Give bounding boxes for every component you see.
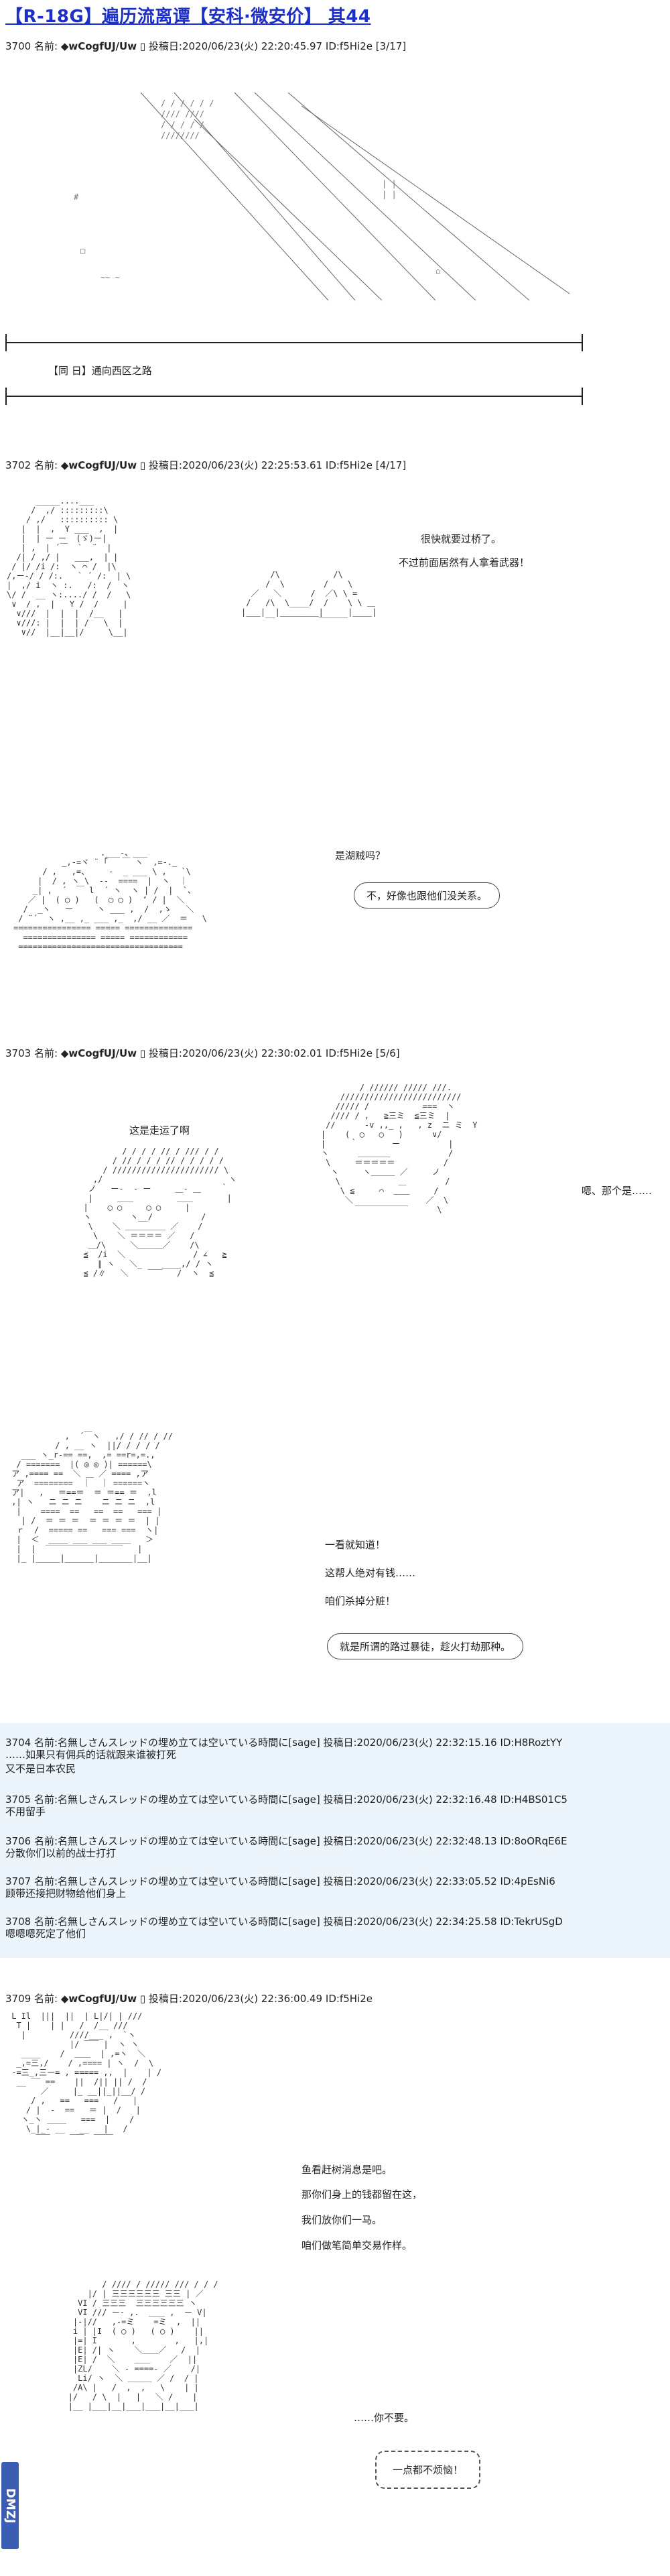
response-header-3706: 3706 名前:名無しさんスレッドの埋め立ては空いている時間に[sage] 投稿… xyxy=(5,1835,567,1847)
poster-id[interactable]: ID:f5Hi2e xyxy=(325,1047,373,1059)
svg-text:□: □ xyxy=(80,246,85,255)
response-message-3707: 顾带还接把财物给他们身上 xyxy=(5,1887,127,1899)
date-label: 投稿日: xyxy=(148,1993,182,2005)
post-count: [4/17] xyxy=(375,459,407,471)
svg-text:////////: //////// xyxy=(161,131,200,140)
svg-text:| |: | | xyxy=(382,179,397,188)
post-header-3709: 3709 名前: ◆wCogfUJ/Uw ▯ 投稿日:2020/06/23(火)… xyxy=(5,1991,373,2005)
ascii-art-crowd: / //// / ///// /// / / / |/ | 三三三三三三 三三 … xyxy=(68,2280,218,2411)
response-header-3707: 3707 名前:名無しさんスレッドの埋め立ては空いている時間に[sage] 投稿… xyxy=(5,1875,555,1887)
dialogue-line: 不过前面居然有人拿着武器！ xyxy=(399,557,530,569)
response-message-3704: ……如果只有佣兵的话就跟来谁被打死 又不是日本农民 xyxy=(5,1749,177,1775)
name-label: 名前: xyxy=(34,40,58,52)
response-section: 3704 名前:名無しさんスレッドの埋め立ては空いている時間に[sage] 投稿… xyxy=(0,1723,670,1958)
svg-text:⌂: ⌂ xyxy=(436,266,440,276)
post-number: 3702 xyxy=(5,459,31,471)
name-label: 名前: xyxy=(34,459,58,471)
dialogue-line: 咱们杀掉分赃！ xyxy=(325,1595,396,1607)
date-label: 投稿日: xyxy=(148,40,182,52)
response-message-3705: 不用留手 xyxy=(5,1806,46,1818)
response-header-3705: 3705 名前:名無しさんスレッドの埋め立ては空いている時間に[sage] 投稿… xyxy=(5,1794,567,1806)
post-count: [5/6] xyxy=(375,1047,400,1059)
dialogue-line: 鱼看赶树消息是吧。 xyxy=(302,2164,393,2176)
ascii-art-bandit-right: / ////// ///// ///. ////////////////////… xyxy=(320,1083,478,1214)
scene-caption: 【同 日】通向西区之路 xyxy=(48,365,152,377)
date-label: 投稿日: xyxy=(148,459,182,471)
speech-bubble: 不，好像也跟他们没关系。 xyxy=(354,882,500,909)
dialogue-line: 那你们身上的钱都留在这， xyxy=(302,2188,423,2201)
post-count: [3/17] xyxy=(375,40,407,52)
dialogue-line: 嗯、那个是…… xyxy=(582,1185,653,1197)
response-message-3708: 嗯嗯嗯死定了他们 xyxy=(5,1928,86,1940)
svg-text:~~ ~: ~~ ~ xyxy=(100,273,120,282)
name-label: 名前: xyxy=(34,1993,58,2005)
mail-mark: ▯ xyxy=(139,1047,146,1059)
svg-text:/ / / / / /: / / / / / / xyxy=(161,99,214,108)
post-date: 2020/06/23(火) 22:30:02.01 xyxy=(182,1047,323,1059)
svg-text:/ / / / /: / / / / / xyxy=(161,120,204,129)
date-label: 投稿日: xyxy=(148,1047,182,1059)
dialogue-line: 一看就知道！ xyxy=(325,1539,386,1551)
post-header-3703: 3703 名前: ◆wCogfUJ/Uw ▯ 投稿日:2020/06/23(火)… xyxy=(5,1046,400,1060)
post-header-3700: 3700 名前: ◆wCogfUJ/Uw ▯ 投稿日:2020/06/23(火)… xyxy=(5,39,406,53)
post-number: 3709 xyxy=(5,1993,31,2005)
response-header-3708: 3708 名前:名無しさんスレッドの埋め立ては空いている時間に[sage] 投稿… xyxy=(5,1916,563,1928)
dialogue-line: 咱们做笔简单交易作样。 xyxy=(302,2239,413,2251)
dialogue-line: ……你不要。 xyxy=(354,2412,415,2424)
site-watermark: DMZJ xyxy=(1,2462,19,2549)
dialogue-line: 这是走运了啊 xyxy=(129,1124,190,1136)
ascii-art-gang: , ´￣ヽ ,/ / // / // / , __ ヽ ||/ / / / / … xyxy=(11,1431,173,1563)
ascii-art-warrior: _____....___ / ,/ :::::::::\ / ,/ ::::::… xyxy=(7,496,131,637)
mail-mark: ▯ xyxy=(139,1993,146,2005)
ascii-art-armored-man: L Il ||| || | L|/| | /// T | | | / /__ /… xyxy=(11,2011,162,2143)
ascii-art-bandit-left: / / / / // / /// / / / // / / / // / / /… xyxy=(83,1147,237,1278)
ascii-art-weapon: /\ /\ / \ / \ ／ ＼ / ／\ \ = / /\ \____/ /… xyxy=(241,570,377,626)
divider-bottom xyxy=(5,388,583,405)
ascii-art-street-scene: / / / / / / //// //// / / / / / ////////… xyxy=(74,92,570,301)
post-header-3702: 3702 名前: ◆wCogfUJ/Uw ▯ 投稿日:2020/06/23(火)… xyxy=(5,458,406,472)
poster-id[interactable]: ID:f5Hi2e xyxy=(325,40,373,52)
mail-mark: ▯ xyxy=(139,459,146,471)
post-date: 2020/06/23(火) 22:36:00.49 xyxy=(182,1993,323,2005)
divider-top xyxy=(5,334,583,351)
mail-mark: ▯ xyxy=(139,40,146,52)
svg-text:| |: | | xyxy=(382,190,397,199)
name-label: 名前: xyxy=(34,1047,58,1059)
post-date: 2020/06/23(火) 22:20:45.97 xyxy=(182,40,323,52)
post-date: 2020/06/23(火) 22:25:53.61 xyxy=(182,459,323,471)
dialogue-line: 这帮人绝对有钱…… xyxy=(325,1567,416,1579)
response-header-3704: 3704 名前:名無しさんスレッドの埋め立ては空いている時間に[sage] 投稿… xyxy=(5,1737,563,1749)
poster-name[interactable]: ◆wCogfUJ/Uw xyxy=(60,1047,137,1059)
speech-bubble: 就是所谓的路过暴徒，趁火打劫那种。 xyxy=(327,1633,524,1659)
dialogue-line: 我们放你们一马。 xyxy=(302,2214,383,2226)
dialogue-line: 是湖贼吗？ xyxy=(335,850,386,862)
ascii-art-party: .___-、___ _,-=ヾ ¨ ｢ ￣ ヽ ,=-._ / , ,=、 - … xyxy=(13,848,207,951)
shout-bubble: 一点都不烦恼！ xyxy=(375,2451,481,2489)
poster-id[interactable]: ID:f5Hi2e xyxy=(325,459,373,471)
post-number: 3700 xyxy=(5,40,31,52)
poster-name[interactable]: ◆wCogfUJ/Uw xyxy=(60,459,137,471)
response-message-3706: 分散你们以前的战士打打 xyxy=(5,1847,117,1859)
svg-text://// ////: //// //// xyxy=(161,109,204,119)
dialogue-line: 很快就要过桥了。 xyxy=(421,533,502,545)
poster-id[interactable]: ID:f5Hi2e xyxy=(325,1993,373,2005)
poster-name[interactable]: ◆wCogfUJ/Uw xyxy=(60,40,137,52)
svg-text:#: # xyxy=(74,192,79,202)
post-number: 3703 xyxy=(5,1047,31,1059)
thread-title: 【R-18G】遍历流离谭【安科·微安价】 其44 xyxy=(5,7,371,27)
poster-name[interactable]: ◆wCogfUJ/Uw xyxy=(60,1993,137,2005)
